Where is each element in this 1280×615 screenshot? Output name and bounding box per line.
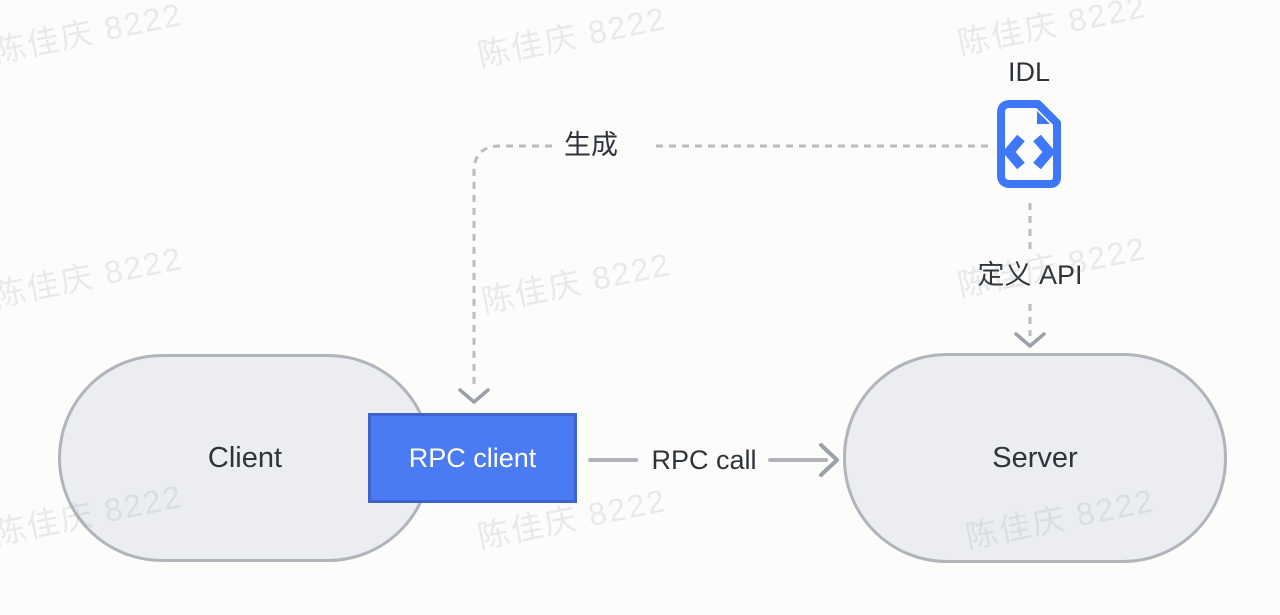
watermark-text: 陈佳庆 8222 bbox=[0, 240, 186, 314]
watermark-text: 陈佳庆 8222 bbox=[0, 0, 186, 70]
node-server-label: Server bbox=[992, 441, 1078, 474]
rpc-call-edge-label: RPC call bbox=[651, 445, 757, 475]
edge-generate bbox=[472, 144, 988, 388]
node-rpc-client-label: RPC client bbox=[408, 442, 537, 473]
generate-edge-label: 生成 bbox=[564, 130, 618, 160]
node-client-label: Client bbox=[207, 441, 283, 474]
watermark-text: 陈佳庆 8222 bbox=[474, 0, 670, 74]
arrowhead-rpc-call-right bbox=[819, 443, 839, 477]
idl-code-file-icon bbox=[993, 96, 1065, 192]
idl-label: IDL bbox=[1007, 57, 1051, 87]
node-rpc-client: RPC client bbox=[368, 413, 577, 503]
arrowhead-generate-down bbox=[458, 388, 490, 404]
define-api-edge-label: 定义 API bbox=[977, 260, 1083, 290]
node-server: Server bbox=[843, 353, 1227, 563]
arrowhead-define-api-down bbox=[1014, 332, 1046, 348]
watermark-text: 陈佳庆 8222 bbox=[954, 0, 1150, 62]
watermark-text: 陈佳庆 8222 bbox=[478, 246, 674, 320]
